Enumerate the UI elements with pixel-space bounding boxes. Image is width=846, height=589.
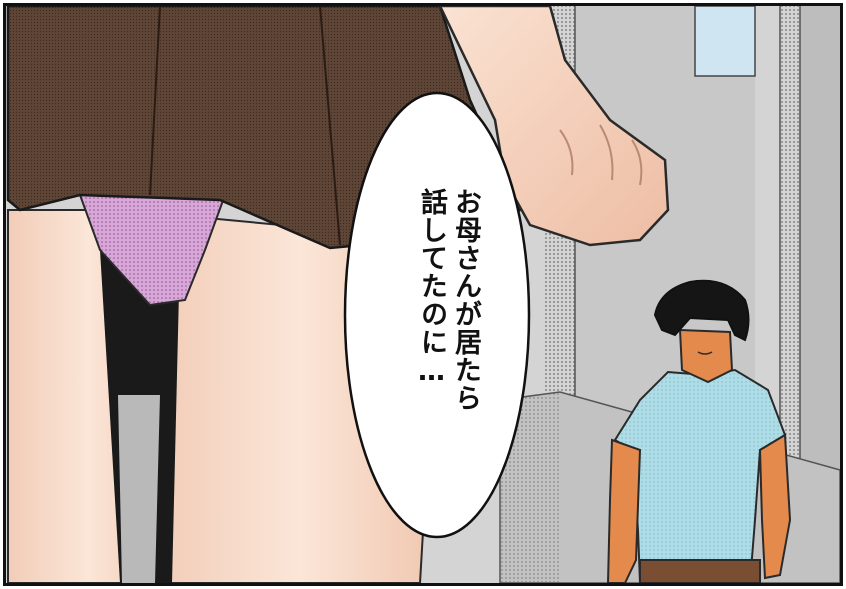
speech-bubble-text: お母さんが居たら 話してたのに… xyxy=(392,188,482,458)
panel-border xyxy=(3,3,843,586)
boy-figure xyxy=(606,279,792,584)
speech-line-1: お母さんが居たら xyxy=(450,188,481,412)
speech-bubble xyxy=(343,91,531,539)
speech-line-2: 話してたのに… xyxy=(416,188,447,388)
window xyxy=(694,5,756,77)
